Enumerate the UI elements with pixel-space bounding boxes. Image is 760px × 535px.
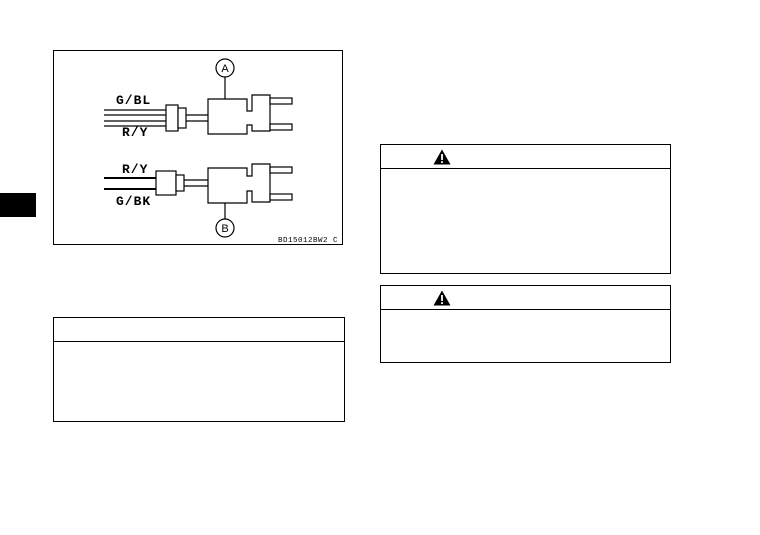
- warning-triangle-icon: [433, 290, 451, 306]
- connector-illustration: A B G/BL R/Y R/Y G/BK BD15012BW2 C: [104, 58, 338, 245]
- wiring-diagram: A B G/BL R/Y R/Y G/BK BD15012BW2 C: [53, 50, 343, 245]
- callout-b: B: [221, 223, 228, 235]
- note-box-header: [54, 318, 344, 342]
- note-box: [53, 317, 345, 422]
- wire-label-bottom-1: R/Y: [122, 162, 148, 177]
- figure-code: BD15012BW2 C: [278, 237, 338, 245]
- connector-top: [104, 77, 293, 135]
- warning-box-2: [380, 285, 671, 363]
- callout-a-circle: [215, 58, 235, 78]
- warning-box-1: [380, 144, 671, 274]
- wire-label-top-2: R/Y: [122, 125, 148, 140]
- callout-b-circle: [215, 218, 235, 238]
- wire-label-bottom-2: G/BK: [116, 194, 151, 209]
- warning-triangle-icon: [433, 149, 451, 165]
- warning-box-1-header: [381, 145, 670, 169]
- wire-label-top-1: G/BL: [116, 93, 151, 108]
- callout-a: A: [221, 63, 229, 75]
- connector-bottom: [104, 163, 293, 220]
- warning-box-2-header: [381, 286, 670, 310]
- chapter-tab: [0, 193, 36, 217]
